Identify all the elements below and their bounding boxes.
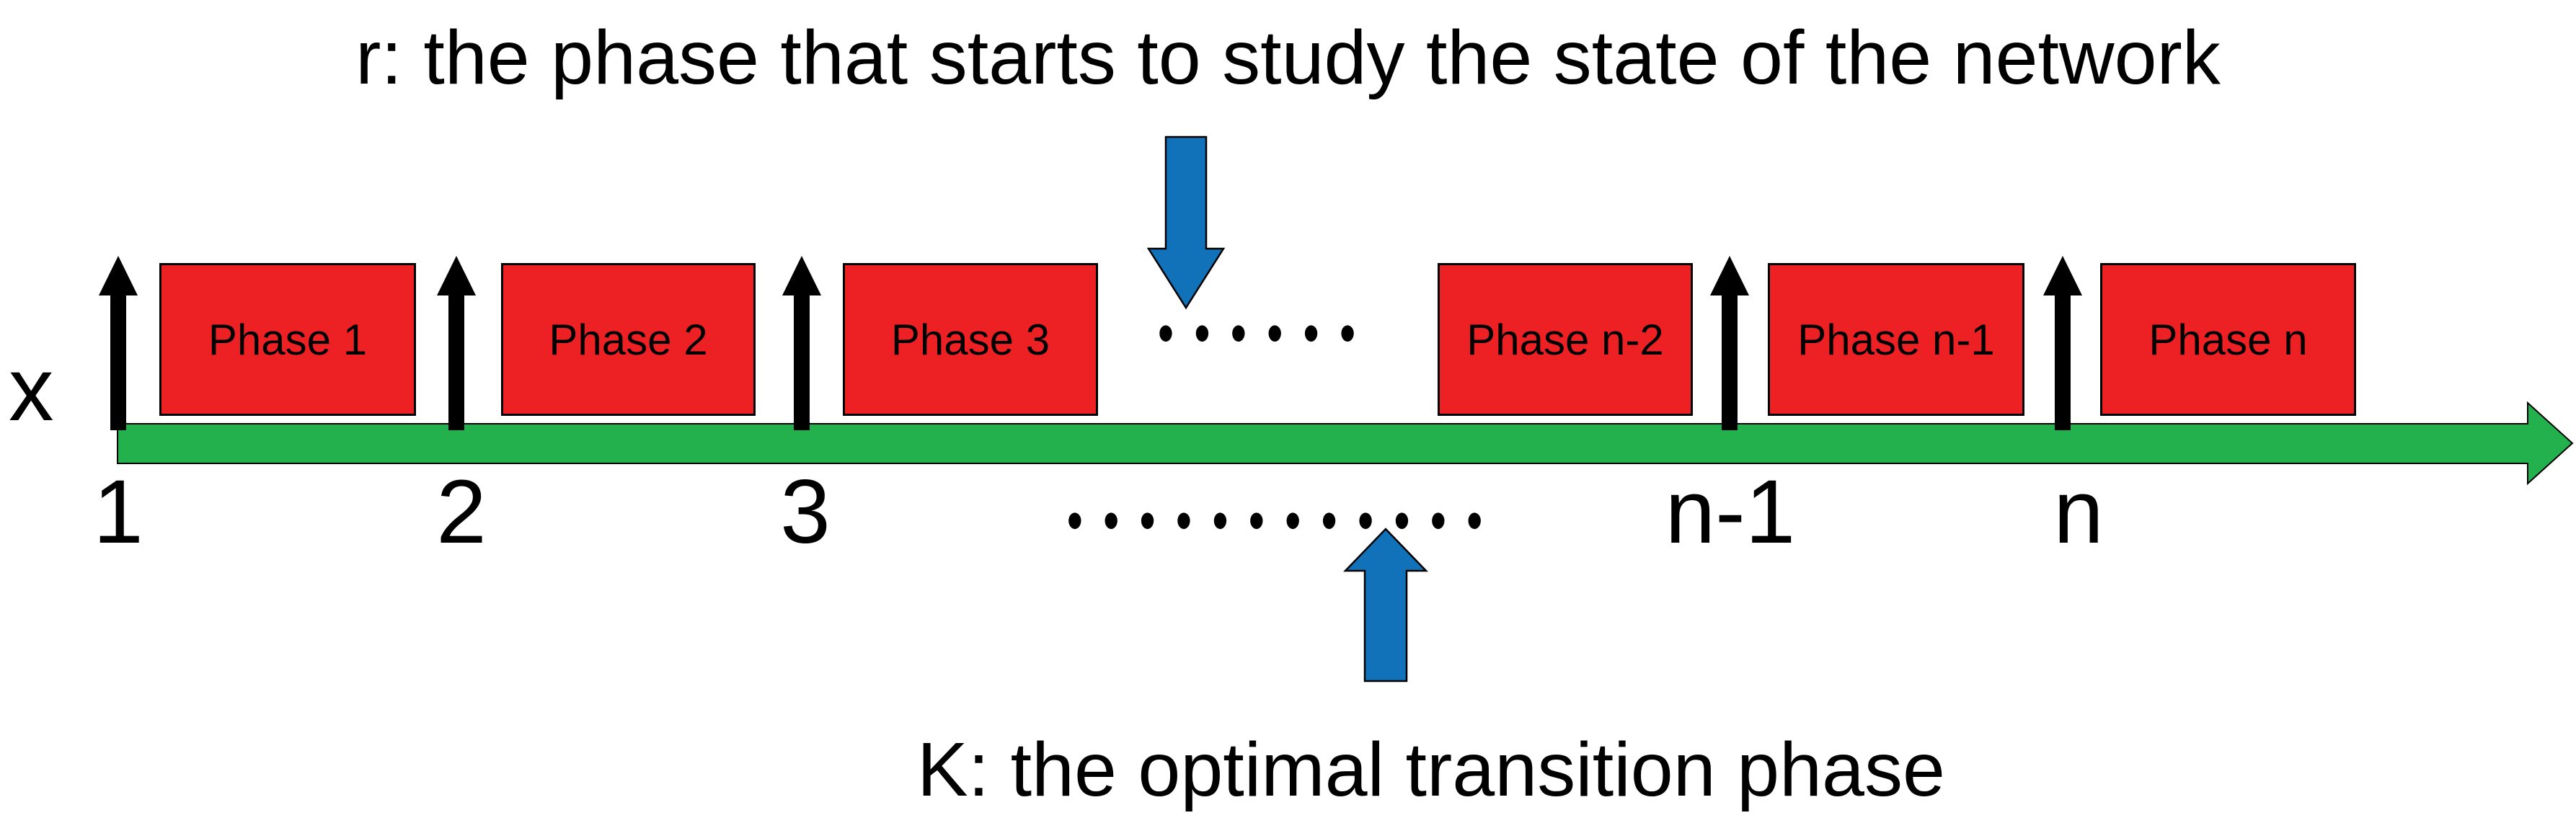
phase-ellipsis-dots: •••••• — [1157, 299, 1376, 367]
phase-box-1: Phase 1 — [159, 263, 416, 416]
phase-label: Phase 3 — [890, 315, 1050, 364]
r-pointer-down-arrow — [1146, 135, 1226, 310]
phase-start-arrow-n — [2043, 256, 2082, 430]
r-annotation-text: r: the phase that starts to study the st… — [355, 15, 2221, 100]
phase-label: Phase n-1 — [1797, 315, 1995, 364]
k-annotation-text: K: the optimal transition phase — [917, 727, 1945, 812]
phase-label: Phase 1 — [208, 315, 368, 364]
k-pointer-up-arrow — [1343, 528, 1428, 682]
tick-ellipsis-dots: •••••••••••• — [1066, 486, 1503, 554]
phase-box-2: Phase 2 — [501, 263, 756, 416]
phase-label: Phase n-2 — [1466, 315, 1664, 364]
phase-box-n-1: Phase n-1 — [1768, 263, 2024, 416]
phase-start-arrow-1 — [99, 256, 138, 430]
tick-label-n-1: n-1 — [1665, 462, 1796, 562]
tick-label-3: 3 — [780, 462, 831, 562]
tick-label-n: n — [2053, 462, 2104, 562]
phase-box-3: Phase 3 — [843, 263, 1098, 416]
phase-box-n-2: Phase n-2 — [1438, 263, 1693, 416]
phase-label: Phase n — [2148, 315, 2308, 364]
tick-label-1: 1 — [93, 462, 143, 562]
tick-label-2: 2 — [436, 462, 487, 562]
phase-start-arrow-2 — [437, 256, 476, 430]
phase-label: Phase 2 — [549, 315, 708, 364]
phase-start-arrow-3 — [782, 256, 821, 430]
axis-name-label: x — [9, 339, 54, 440]
time-axis-arrow — [117, 401, 2574, 486]
phase-start-arrow-n-1 — [1710, 256, 1749, 430]
phase-box-n: Phase n — [2100, 263, 2356, 416]
